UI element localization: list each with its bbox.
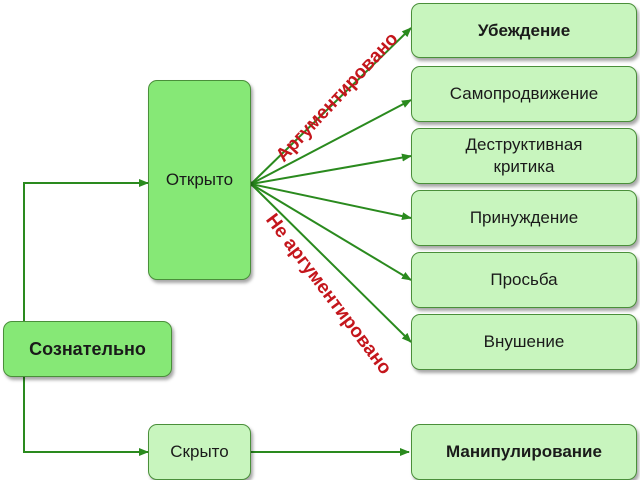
node-suggestion: Внушение	[411, 314, 637, 370]
arrow-conscious-to-open	[23, 179, 149, 322]
node-coercion: Принуждение	[411, 190, 637, 246]
node-self-promotion-label: Самопродвижение	[449, 84, 599, 103]
node-conscious: Сознательно	[3, 321, 172, 377]
node-manipulation: Манипулирование	[411, 424, 637, 480]
node-manipulation-label: Манипулирование	[446, 442, 602, 461]
arrow-open-to-persuasion	[250, 27, 412, 185]
arrow-open-to-self-promotion	[250, 99, 412, 185]
node-suggestion-label: Внушение	[483, 332, 565, 351]
node-request-label: Просьба	[490, 270, 558, 289]
node-hidden-label: Скрыто	[170, 442, 229, 461]
node-coercion-label: Принуждение	[469, 208, 579, 227]
node-persuasion: Убеждение	[411, 3, 637, 58]
node-persuasion-label: Убеждение	[477, 20, 571, 40]
node-request: Просьба	[411, 252, 637, 308]
arrow-conscious-to-hidden	[23, 376, 149, 456]
arrow-open-to-request	[250, 183, 412, 281]
node-destructive-criticism-label: Деструктивная критика	[465, 135, 583, 176]
node-hidden: Скрыто	[148, 424, 251, 480]
arrow-open-to-suggestion	[250, 183, 412, 343]
node-open-label: Открыто	[165, 170, 234, 189]
node-self-promotion: Самопродвижение	[411, 66, 637, 122]
node-open: Открыто	[148, 80, 251, 280]
node-destructive-criticism: Деструктивная критика	[411, 128, 637, 184]
arrow-open-to-coercion	[250, 183, 412, 221]
arrow-open-to-destructive-criticism	[250, 153, 412, 185]
node-conscious-label: Сознательно	[29, 338, 146, 359]
